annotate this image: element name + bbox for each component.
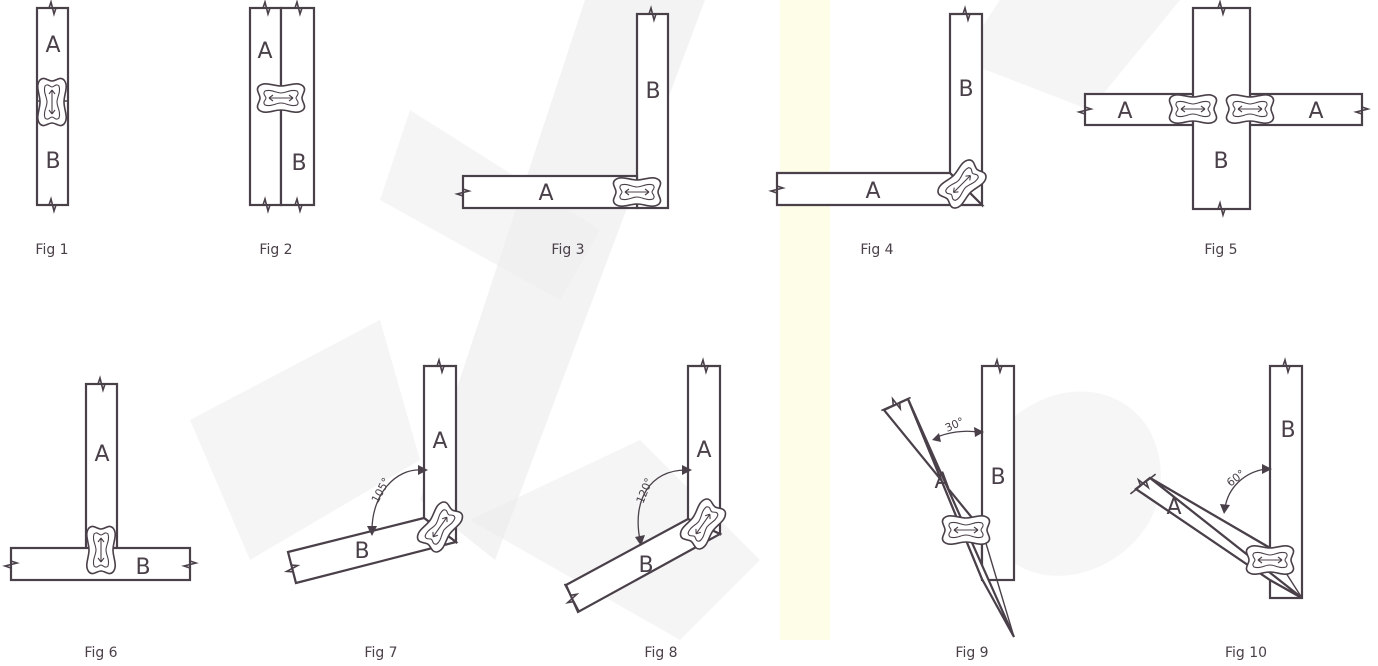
fig2-caption: Fig 2 — [259, 242, 292, 258]
figure-2: A B Fig 2 — [248, 1, 316, 258]
fig7-caption: Fig 7 — [364, 645, 397, 661]
fig4-label-b: B — [958, 77, 973, 102]
fig6-label-a: A — [94, 442, 109, 467]
fig2-label-a: A — [257, 39, 272, 64]
fig7-label-a: A — [432, 429, 447, 454]
fig6-label-b: B — [135, 555, 150, 580]
fig9-label-b: B — [990, 465, 1005, 490]
fig5-label-a-right: A — [1308, 99, 1323, 124]
fig3-label-b: B — [645, 79, 660, 104]
fig10-label-b: B — [1280, 418, 1295, 443]
fig5-label-b: B — [1213, 149, 1228, 174]
fig1-label-b: B — [45, 149, 60, 174]
figure-4: B A Fig 4 — [770, 7, 990, 258]
fig6-caption: Fig 6 — [84, 645, 117, 661]
fig9-label-a: A — [934, 469, 949, 494]
fig10-caption: Fig 10 — [1225, 645, 1267, 661]
fig7-label-b: B — [354, 539, 369, 564]
fig1-label-a: A — [45, 33, 60, 58]
fig10-label-a: A — [1166, 495, 1181, 520]
figure-7: 105° A B Fig 7 — [281, 359, 466, 661]
fig8-caption: Fig 8 — [644, 645, 677, 661]
fig5-label-a-left: A — [1117, 99, 1132, 124]
fig3-caption: Fig 3 — [551, 242, 584, 258]
figure-9: 30° A B Fig 9 — [878, 359, 1016, 661]
fig5-caption: Fig 5 — [1204, 242, 1237, 258]
fig9-caption: Fig 9 — [955, 645, 988, 661]
fig8-label-a: A — [696, 438, 711, 463]
figure-3: B A Fig 3 — [456, 7, 670, 258]
fig3-label-a: A — [538, 181, 553, 206]
fig4-caption: Fig 4 — [860, 242, 893, 258]
fig10-angle-label: 60° — [1224, 467, 1247, 489]
figure-5: A A B Fig 5 — [1078, 1, 1369, 258]
figure-6: A B Fig 6 — [4, 377, 197, 661]
figure-10: 60° A B Fig 10 — [1125, 359, 1304, 661]
fig1-caption: Fig 1 — [35, 242, 68, 258]
figure-1: A B Fig 1 — [35, 1, 70, 258]
fig2-label-b: B — [291, 151, 306, 176]
fig4-label-a: A — [865, 179, 880, 204]
fig8-label-b: B — [638, 553, 653, 578]
